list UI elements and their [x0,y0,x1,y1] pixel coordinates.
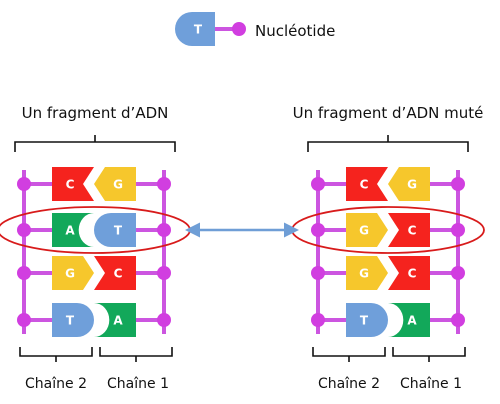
base-chain1-T: T [94,213,136,247]
base-letter: A [113,314,123,328]
brace-bottom-chain2-left [19,347,93,362]
base-chain2-G: G [346,256,388,290]
phosphate-node-left [311,177,325,191]
base-letter: G [65,267,75,281]
brace-bottom-chain1-left [99,347,173,362]
phosphate-node-left [311,223,325,237]
label-chain1-right: Chaîne 1 [400,376,462,392]
phosphate-node-right [451,313,465,327]
base-letter: A [65,224,75,238]
nucleotide-base-C [52,167,94,201]
panel-right-title: Un fragment d’ADN muté [293,104,484,122]
nucleotide-base-G [346,256,388,290]
phosphate-node-right [157,266,171,280]
base-letter: C [66,178,75,192]
base-chain2-T: T [346,303,388,337]
base-chain2-C: C [346,167,388,201]
phosphate-node-left [17,177,31,191]
phosphate-node-right [451,223,465,237]
phosphate-node-right [157,223,171,237]
nucleotide-base-C [94,256,136,290]
nucleotide-base-G [388,167,430,201]
phosphate-node-right [451,177,465,191]
nucleotide-base-C [346,167,388,201]
label-chain2-left: Chaîne 2 [25,376,87,392]
legend-label: Nucléotide [255,22,335,40]
base-chain1-A: A [94,303,136,337]
label-chain1-left: Chaîne 1 [107,376,169,392]
base-letter: C [408,224,417,238]
base-letter: T [194,23,203,37]
base-chain1-G: G [388,167,430,201]
base-letter: T [360,314,369,328]
legend-node [232,22,246,36]
base-chain2-T: T [52,303,94,337]
base-chain2-A: A [52,213,94,247]
nucleotide-base-C [388,213,430,247]
base-chain1-C: C [94,256,136,290]
brace-bottom-chain2-right [312,347,386,362]
base-chain2-G: G [346,213,388,247]
base-letter: A [407,314,417,328]
nucleotide-base-C [388,256,430,290]
nucleotide-base-G [346,213,388,247]
legend: T Nucléotide [175,12,335,46]
base-letter: T [66,314,75,328]
base-chain1-G: G [94,167,136,201]
base-chain1-A: A [388,303,430,337]
phosphate-node-right [157,177,171,191]
nucleotide-base-T [52,303,94,337]
nucleotide-base-A [94,303,136,337]
legend-nucleotide-shape: T [175,12,246,46]
brace-top-left [14,135,176,152]
phosphate-node-left [17,313,31,327]
base-chain1-C: C [388,256,430,290]
nucleotide-base-T [94,213,136,247]
base-chain1-C: C [388,213,430,247]
nucleotide-base-T [175,12,215,46]
nucleotide-base-G [94,167,136,201]
panel-left-title: Un fragment d’ADN [22,104,169,122]
base-letter: G [113,178,123,192]
base-chain2-G: G [52,256,94,290]
brace-bottom-chain1-right [392,347,466,362]
nucleotide-base-A [52,213,94,247]
base-letter: T [114,224,123,238]
base-letter: C [408,267,417,281]
phosphate-node-left [17,266,31,280]
nucleotide-base-A [388,303,430,337]
base-chain2-C: C [52,167,94,201]
nucleotide-base-G [52,256,94,290]
base-letter: G [407,178,417,192]
base-letter: C [114,267,123,281]
legend-base: T [175,12,215,46]
brace-top-right [307,135,469,152]
label-chain2-right: Chaîne 2 [318,376,380,392]
phosphate-node-right [451,266,465,280]
phosphate-node-left [17,223,31,237]
phosphate-node-left [311,266,325,280]
base-letter: G [359,224,369,238]
base-letter: C [360,178,369,192]
phosphate-node-right [157,313,171,327]
phosphate-node-left [311,313,325,327]
nucleotide-base-T [346,303,388,337]
base-letter: G [359,267,369,281]
